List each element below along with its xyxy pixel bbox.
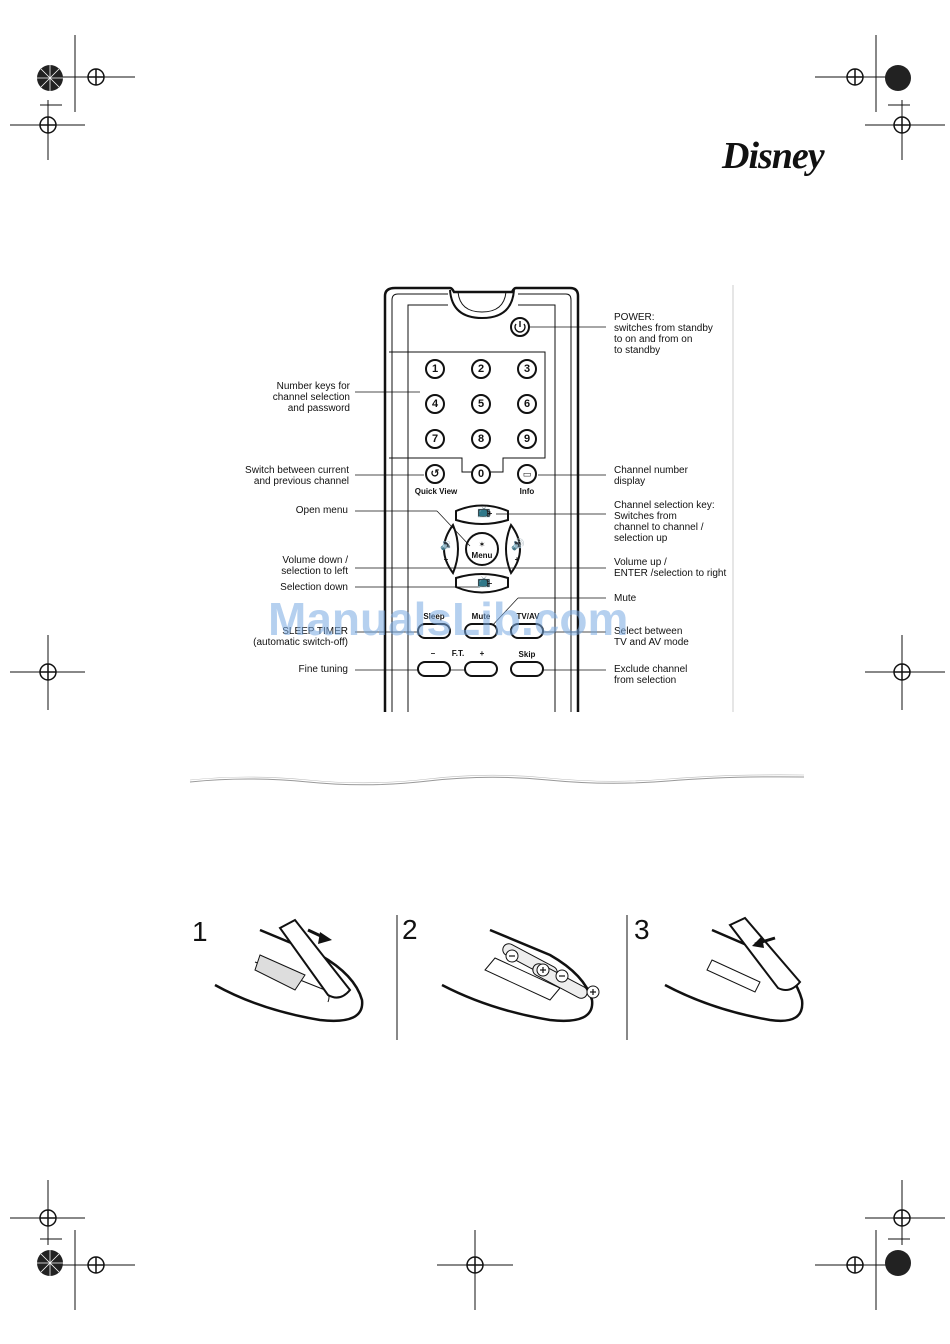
tv-av-label: TV/AV: [516, 612, 540, 621]
label-number-keys: Number keys for channel selection and pa…: [272, 381, 350, 414]
channel-down-minus: –: [487, 579, 493, 588]
step-number-2: 2: [402, 914, 418, 945]
sleep-button[interactable]: [417, 623, 451, 639]
label-volume-down: Volume down / selection to left: [281, 555, 348, 577]
battery-steps-illustration: [214, 915, 804, 1040]
label-sleep-timer: SLEEP TIMER (automatic switch-off): [253, 626, 348, 648]
info-icon: ▭: [522, 469, 532, 479]
channel-down-icon: 📺: [477, 576, 491, 588]
label-tv-av-mode: Select between TV and AV mode: [614, 626, 689, 648]
mute-button[interactable]: [464, 623, 498, 639]
ft-label: F.T.: [451, 649, 465, 658]
key-8[interactable]: 8: [471, 429, 491, 449]
channel-up-icon: 📺: [477, 506, 491, 518]
tv-av-button[interactable]: [510, 623, 544, 639]
sleep-label: Sleep: [423, 612, 445, 621]
volume-up-plus: +: [514, 555, 520, 564]
label-power: POWER: switches from standby to on and f…: [614, 312, 713, 356]
label-channel-display: Channel number display: [614, 465, 688, 487]
fine-tune-up-button[interactable]: [464, 661, 498, 677]
volume-down-icon: 🔉: [440, 539, 454, 551]
label-selection-down: Selection down: [280, 582, 348, 593]
key-5[interactable]: 5: [471, 394, 491, 414]
step-number-1: 1: [192, 916, 208, 947]
key-4[interactable]: 4: [425, 394, 445, 414]
disney-logo: Disney: [722, 135, 825, 177]
menu-label: Menu: [471, 551, 493, 560]
menu-icon: ✶: [478, 540, 486, 549]
quick-view-button[interactable]: ↺: [425, 464, 445, 484]
volume-up-icon: 🔊: [511, 539, 525, 551]
key-9[interactable]: 9: [517, 429, 537, 449]
key-7[interactable]: 7: [425, 429, 445, 449]
label-open-menu: Open menu: [295, 505, 348, 516]
label-channel-select: Channel selection key: Switches from cha…: [614, 500, 715, 544]
step-number-3: 3: [634, 914, 650, 945]
label-fine-tuning: Fine tuning: [298, 664, 348, 675]
quick-view-icon: ↺: [430, 468, 440, 480]
wavy-divider: [189, 774, 805, 786]
quick-view-label: Quick View: [414, 487, 458, 496]
label-switch-channel: Switch between current and previous chan…: [245, 465, 349, 487]
skip-button[interactable]: [510, 661, 544, 677]
key-0[interactable]: 0: [471, 464, 491, 484]
label-volume-up: Volume up / ENTER /selection to right: [614, 557, 727, 579]
fine-tune-down-button[interactable]: [417, 661, 451, 677]
ft-plus-label: +: [479, 649, 485, 658]
mute-label: Mute: [471, 612, 491, 621]
power-icon: [514, 321, 526, 333]
key-3[interactable]: 3: [517, 359, 537, 379]
key-6[interactable]: 6: [517, 394, 537, 414]
info-label: Info: [519, 487, 535, 496]
info-button[interactable]: ▭: [517, 464, 537, 484]
label-exclude: Exclude channel from selection: [614, 664, 688, 686]
label-mute: Mute: [614, 593, 637, 604]
ft-minus-label: –: [430, 649, 436, 658]
channel-up-plus: +: [487, 509, 493, 518]
skip-label: Skip: [518, 650, 536, 659]
key-1[interactable]: 1: [425, 359, 445, 379]
volume-down-minus: –: [443, 555, 449, 564]
key-2[interactable]: 2: [471, 359, 491, 379]
